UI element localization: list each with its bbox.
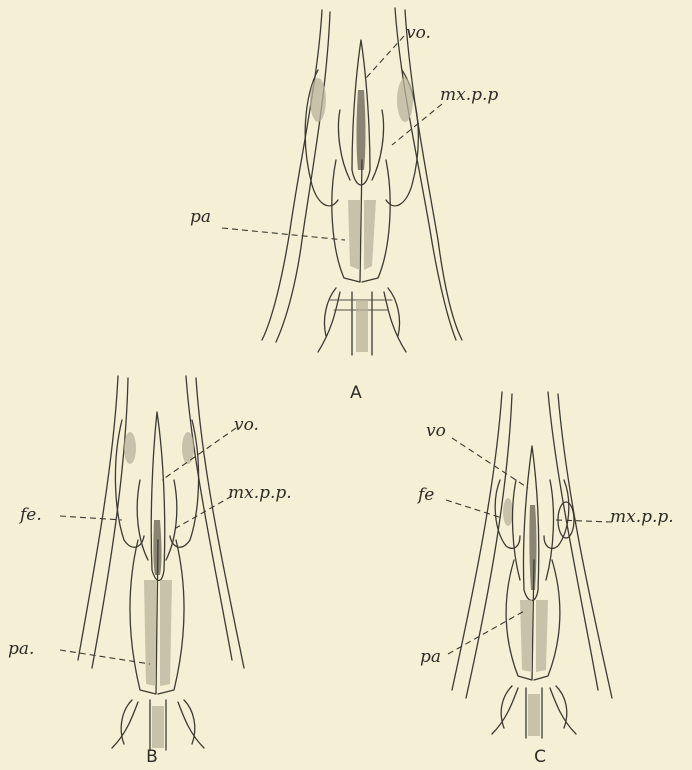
leader-c-fe (446, 500, 502, 518)
figure-b-caption: B (146, 747, 158, 767)
leader-c-pa (448, 610, 526, 654)
leader-b-pa (60, 650, 150, 664)
figure-c-caption: C (534, 747, 546, 767)
label-b-vo: vo. (234, 415, 259, 435)
label-c-fe: fe (416, 485, 434, 505)
label-a-vo: vo. (406, 23, 431, 43)
figure-a-caption: A (350, 383, 362, 403)
leader-b-mxpp (176, 496, 232, 528)
label-b-fe: fe. (18, 505, 42, 525)
label-c-mxpp: mx.p.p. (610, 507, 674, 527)
figure-b: vo. mx.p.p. fe. pa. B (8, 376, 292, 767)
label-c-pa: pa (420, 647, 441, 667)
label-b-mxpp: mx.p.p. (228, 483, 292, 503)
label-c-vo: vo (426, 421, 446, 441)
figure-c: vo mx.p.p. fe pa C (416, 392, 674, 767)
label-b-pa: pa. (8, 639, 34, 659)
leader-a-pa (222, 228, 345, 240)
figure-a: vo. mx.p.p pa A (190, 8, 498, 403)
label-a-pa: pa (190, 207, 211, 227)
label-a-mxpp: mx.p.p (440, 85, 498, 105)
leader-c-vo (452, 438, 528, 488)
leader-b-fe (60, 516, 122, 520)
leader-c-mxpp (556, 520, 612, 522)
